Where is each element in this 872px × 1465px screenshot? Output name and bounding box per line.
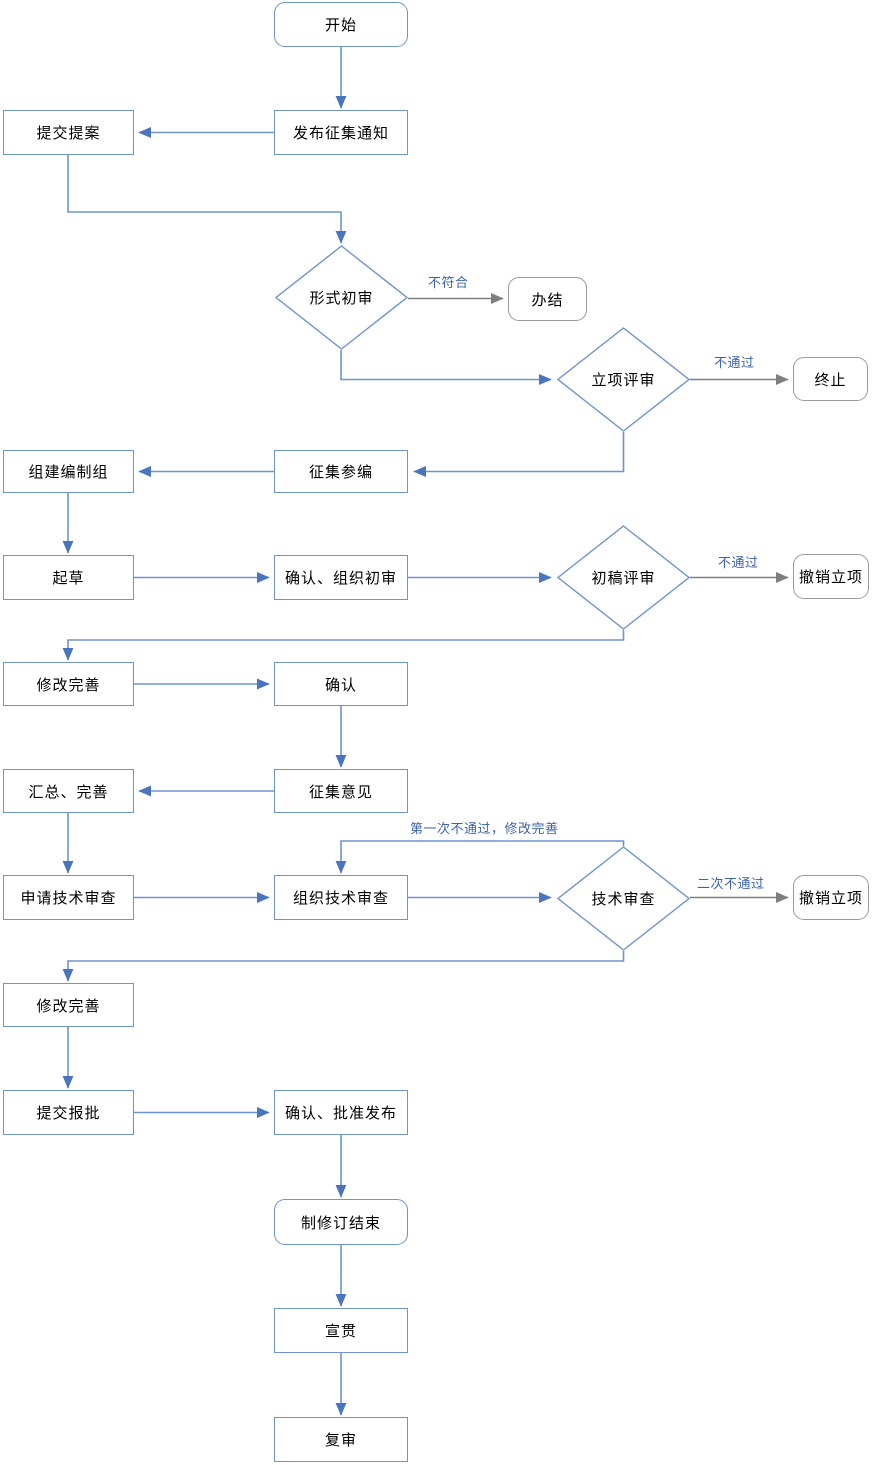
node-summarize-improve[interactable]: 汇总、完善 bbox=[3, 769, 134, 813]
node-draft[interactable]: 起草 bbox=[3, 555, 134, 600]
node-re-review[interactable]: 复审 bbox=[274, 1417, 408, 1462]
node-draft-review[interactable]: 初稿评审 bbox=[557, 525, 690, 630]
node-apply-tech-review[interactable]: 申请技术审查 bbox=[3, 875, 134, 920]
node-label: 立项评审 bbox=[591, 372, 656, 389]
diamond-shape bbox=[557, 846, 690, 951]
node-tech-review[interactable]: 技术审查 bbox=[557, 846, 690, 951]
node-label: 终止 bbox=[814, 371, 847, 389]
edge-label-second-fail: 二次不通过 bbox=[697, 876, 765, 891]
node-label: 组织技术审查 bbox=[292, 890, 389, 907]
node-organize-tech-review[interactable]: 组织技术审查 bbox=[274, 875, 408, 920]
node-label: 征集意见 bbox=[308, 783, 373, 801]
edge-formreview-projreview bbox=[340, 350, 552, 385]
node-label: 撤销立项 bbox=[798, 569, 863, 586]
node-label: 组建编制组 bbox=[28, 464, 109, 481]
node-promotion[interactable]: 宣贯 bbox=[274, 1308, 408, 1353]
node-label: 撤销立项 bbox=[798, 890, 863, 907]
node-cancel-project-2[interactable]: 撤销立项 bbox=[793, 875, 869, 920]
edge-submit-formreview bbox=[67, 155, 347, 244]
diamond-shape bbox=[275, 245, 408, 350]
node-cancel-project-1[interactable]: 撤销立项 bbox=[793, 554, 869, 599]
edge-projreview-collectjoin bbox=[413, 432, 625, 477]
node-publish-notice[interactable]: 发布征集通知 bbox=[274, 110, 408, 155]
node-label: 汇总、完善 bbox=[28, 783, 109, 801]
edge-label-first-fail-revise: 第一次不通过，修改完善 bbox=[410, 821, 559, 836]
node-label: 发布征集通知 bbox=[292, 125, 389, 142]
node-label: 初稿评审 bbox=[591, 570, 656, 587]
edge-draftreview-revise1 bbox=[62, 630, 625, 661]
node-project-review[interactable]: 立项评审 bbox=[557, 327, 690, 432]
node-label: 开始 bbox=[324, 17, 357, 34]
node-confirm-organize-review[interactable]: 确认、组织初审 bbox=[274, 555, 408, 600]
node-label: 办结 bbox=[531, 291, 564, 309]
node-submit-for-approval[interactable]: 提交报批 bbox=[3, 1090, 134, 1135]
node-label: 技术审查 bbox=[591, 891, 656, 908]
node-label: 修改完善 bbox=[36, 997, 101, 1015]
node-form-review[interactable]: 形式初审 bbox=[275, 245, 408, 350]
edge-label-draft-fail: 不通过 bbox=[718, 555, 759, 570]
node-label: 制修订结束 bbox=[300, 1214, 381, 1232]
node-label: 征集参编 bbox=[308, 464, 373, 481]
node-submit-proposal[interactable]: 提交提案 bbox=[3, 110, 134, 155]
node-revise-improve-1[interactable]: 修改完善 bbox=[3, 662, 134, 706]
node-label: 形式初审 bbox=[309, 290, 374, 307]
node-revision-complete[interactable]: 制修订结束 bbox=[274, 1199, 408, 1245]
node-label: 确认、批准发布 bbox=[284, 1105, 397, 1122]
diamond-shape bbox=[557, 525, 690, 630]
node-label: 提交报批 bbox=[36, 1105, 101, 1122]
node-closed[interactable]: 办结 bbox=[508, 277, 587, 321]
node-collect-participants[interactable]: 征集参编 bbox=[274, 450, 408, 493]
node-form-drafting-team[interactable]: 组建编制组 bbox=[3, 450, 134, 493]
node-label: 确认 bbox=[324, 676, 357, 694]
node-start[interactable]: 开始 bbox=[274, 2, 408, 47]
node-confirm-1[interactable]: 确认 bbox=[274, 662, 408, 706]
node-label: 宣贯 bbox=[324, 1323, 357, 1340]
node-terminate[interactable]: 终止 bbox=[793, 357, 868, 401]
edge-label-not-conform: 不符合 bbox=[428, 275, 469, 290]
node-collect-opinions[interactable]: 征集意见 bbox=[274, 769, 408, 813]
node-label: 起草 bbox=[52, 570, 85, 587]
node-label: 修改完善 bbox=[36, 676, 101, 694]
node-revise-improve-2[interactable]: 修改完善 bbox=[3, 983, 134, 1027]
edge-techreview-revise2 bbox=[62, 951, 625, 982]
node-label: 复审 bbox=[324, 1432, 357, 1449]
edge-techreview-orgtech-loop bbox=[335, 840, 625, 874]
edge-label-project-fail: 不通过 bbox=[714, 355, 755, 370]
node-confirm-approve-publish[interactable]: 确认、批准发布 bbox=[274, 1090, 408, 1135]
diamond-shape bbox=[557, 327, 690, 432]
node-label: 申请技术审查 bbox=[20, 890, 117, 907]
node-label: 提交提案 bbox=[36, 125, 101, 142]
node-label: 确认、组织初审 bbox=[284, 570, 397, 587]
